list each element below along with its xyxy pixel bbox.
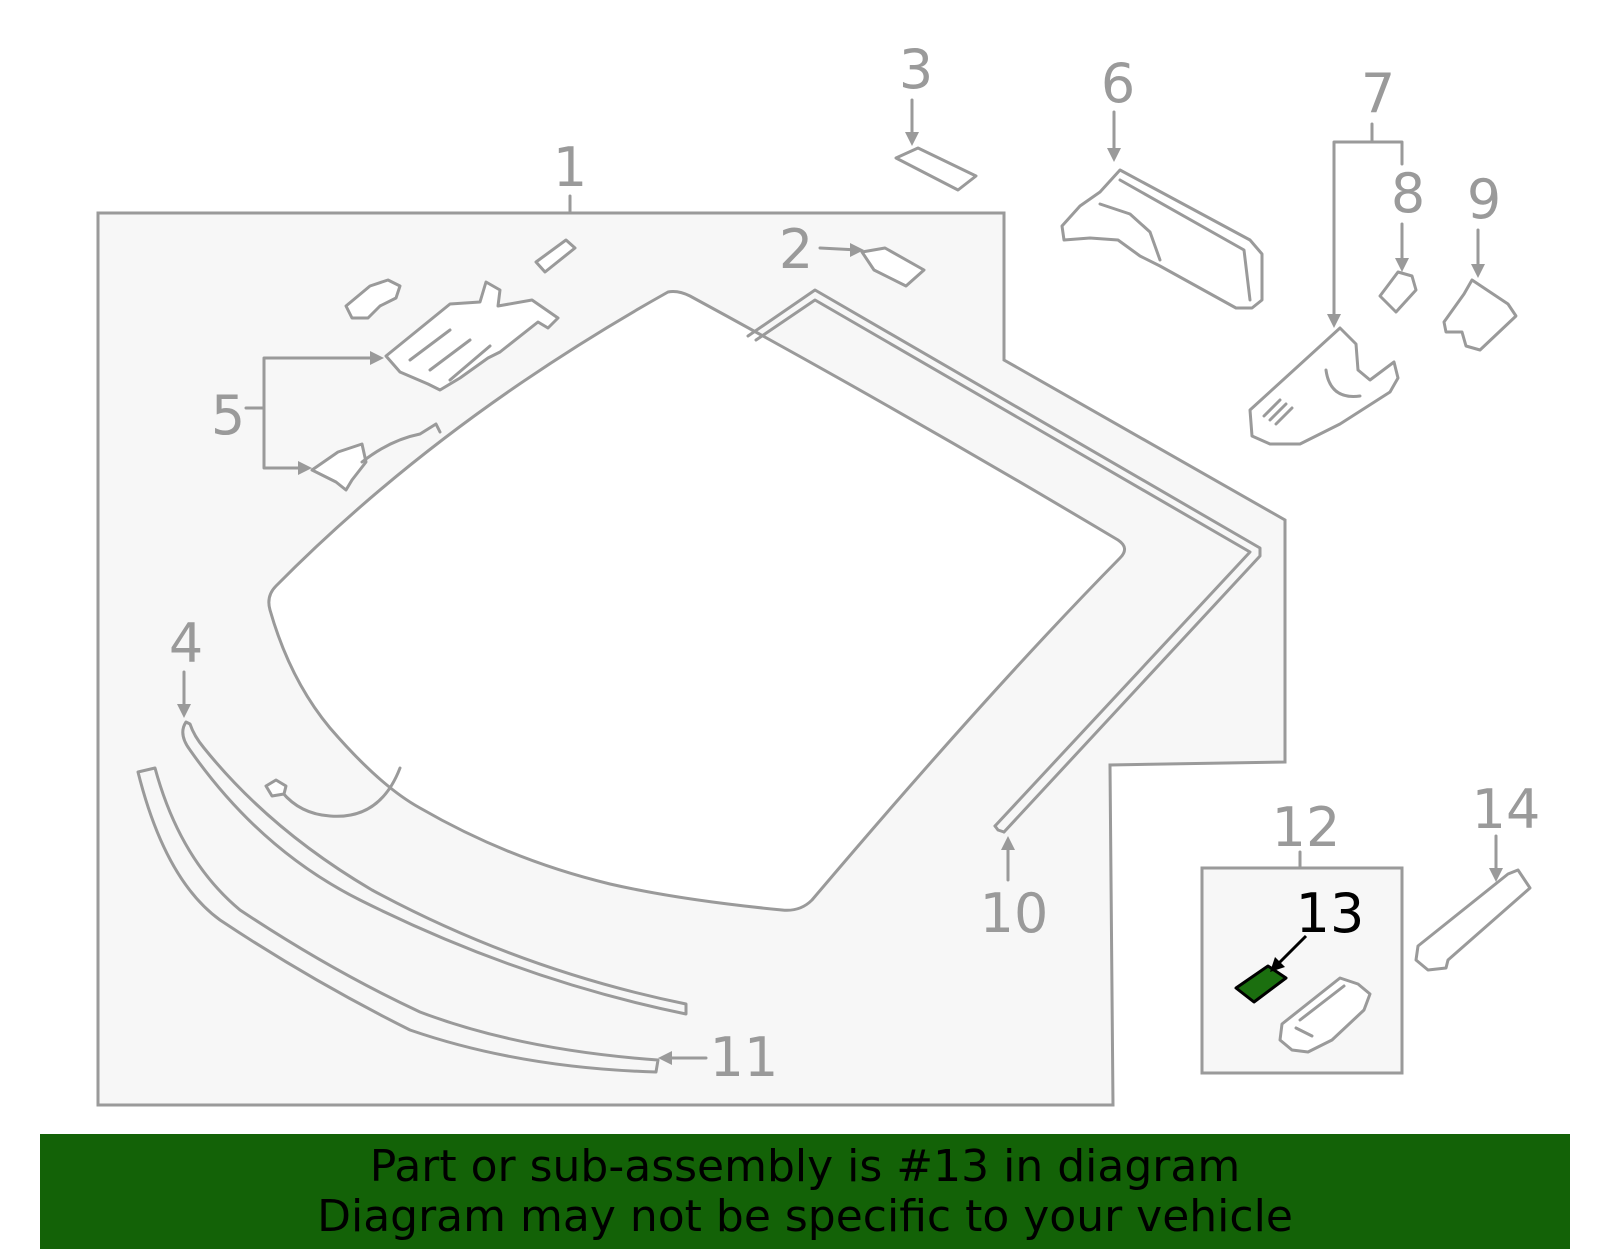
part-8	[1378, 270, 1418, 314]
callout-5: 5	[211, 384, 245, 447]
part-2	[860, 246, 926, 288]
cowl-molding-11	[136, 766, 660, 1074]
callout-9: 9	[1467, 168, 1501, 231]
pad-13-highlighted	[1234, 964, 1288, 1004]
arrow-11	[658, 1051, 672, 1065]
leader-13	[1276, 934, 1308, 966]
callout-1: 1	[553, 136, 587, 199]
arrow-14	[1489, 868, 1503, 882]
arrow-5-upper	[370, 351, 384, 365]
arrow-3	[905, 132, 919, 146]
arrow-2	[850, 243, 864, 257]
sensor-12	[1278, 976, 1372, 1054]
reveal-molding-10	[746, 288, 1262, 834]
part-3	[894, 146, 978, 192]
callout-8: 8	[1391, 162, 1425, 225]
callout-11: 11	[710, 1026, 779, 1089]
callout-3: 3	[899, 38, 933, 101]
arrow-9	[1471, 264, 1485, 278]
arrow-10	[1001, 836, 1015, 850]
arrow-7	[1327, 314, 1341, 328]
part-9	[1442, 278, 1518, 352]
callout-13: 13	[1296, 882, 1365, 945]
parts-diagram: 1 2 3 4 5 6 7 8 9 10 11 12 13 14	[96, 38, 1541, 1107]
molding-4	[181, 720, 688, 1016]
arrow-8	[1395, 258, 1409, 272]
arrow-4	[177, 704, 191, 718]
info-banner: Part or sub-assembly is #13 in diagram D…	[40, 1134, 1570, 1249]
sensor-5-lower	[310, 442, 368, 492]
callout-2: 2	[779, 218, 813, 281]
callout-12: 12	[1272, 796, 1341, 859]
leader-7	[1332, 122, 1404, 318]
leader-5	[244, 356, 374, 470]
clip-part-1	[534, 238, 577, 274]
callout-10: 10	[980, 882, 1049, 945]
sensor-wire	[280, 766, 402, 818]
part-14	[1414, 868, 1532, 972]
windshield-glass	[267, 290, 1126, 912]
arrow-6	[1107, 148, 1121, 162]
callout-4: 4	[169, 612, 203, 675]
banner-line-1: Part or sub-assembly is #13 in diagram	[369, 1140, 1241, 1192]
callout-6: 6	[1101, 52, 1135, 115]
arrow-13	[1270, 957, 1285, 972]
callout-14: 14	[1472, 778, 1541, 841]
bracket-5-upper	[384, 280, 560, 392]
banner-line-2: Diagram may not be specific to your vehi…	[317, 1190, 1293, 1242]
arrow-5-lower	[298, 461, 312, 475]
bracket-5-clip	[344, 278, 402, 320]
cover-7	[1248, 326, 1400, 446]
callout-7: 7	[1361, 62, 1395, 125]
rearview-mirror-6	[1060, 168, 1264, 310]
